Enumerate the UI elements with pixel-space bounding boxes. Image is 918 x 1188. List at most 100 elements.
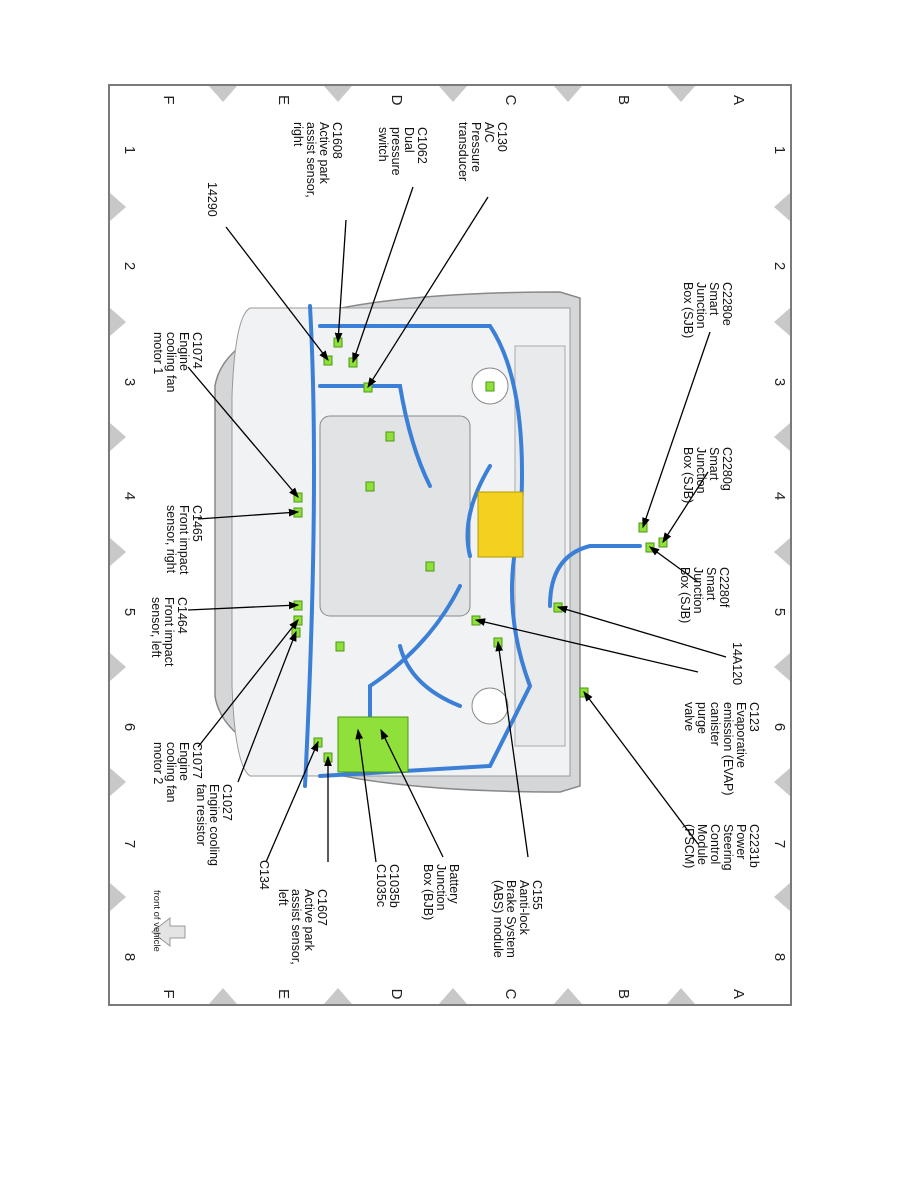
frame-marker bbox=[554, 988, 582, 1004]
frame-marker bbox=[439, 86, 467, 102]
leader-line bbox=[352, 186, 414, 364]
frame-marker bbox=[774, 423, 790, 451]
strut-tower-left bbox=[471, 687, 509, 725]
frame-marker bbox=[110, 653, 126, 681]
frame-marker bbox=[774, 883, 790, 911]
frame-marker bbox=[774, 193, 790, 221]
harness-bjb bbox=[368, 584, 462, 728]
grid-col-5-bottom: 5 bbox=[121, 607, 138, 617]
frame-marker bbox=[667, 86, 695, 102]
callout-c1465: C1465 Front impact sensor, right bbox=[164, 505, 204, 575]
grid-row-B-left: B bbox=[615, 94, 632, 105]
leader-line bbox=[225, 226, 329, 362]
grid-row-F-left: F bbox=[160, 95, 177, 105]
leader-line bbox=[556, 605, 727, 658]
grid-col-7-top: 7 bbox=[771, 839, 788, 849]
leader-line bbox=[367, 196, 489, 389]
callout-c2280g: C2280g Smart Junction Box (SJB) bbox=[681, 447, 734, 504]
callout-c2280e: C2280e Smart Junction Box (SJB) bbox=[681, 282, 734, 339]
callout-c2280f: C2280f Smart Junction Box (SJB) bbox=[678, 567, 731, 624]
connector bbox=[348, 357, 358, 368]
vehicle-illustration bbox=[110, 86, 790, 1004]
callout-c130: C130 A/C Pressure transducer bbox=[456, 122, 509, 182]
wiring-location-diagram: C2280e Smart Junction Box (SJB) C2280g S… bbox=[108, 84, 792, 1006]
connector bbox=[385, 431, 395, 442]
leader-line bbox=[187, 366, 299, 498]
leader-line bbox=[474, 618, 699, 673]
grid-col-6-top: 6 bbox=[771, 722, 788, 732]
callout-bjb: Battery Junction Box (BJB) bbox=[421, 864, 461, 921]
callout-14290: 14290 bbox=[205, 182, 219, 217]
frame-marker bbox=[324, 988, 352, 1004]
grid-row-C-left: C bbox=[502, 94, 519, 106]
frame-marker bbox=[110, 308, 126, 336]
callout-c1074: C1074 Engine cooling fan motor 1 bbox=[151, 332, 204, 393]
leader-line bbox=[355, 728, 377, 863]
leader-line bbox=[662, 471, 709, 544]
frame-marker bbox=[110, 423, 126, 451]
leader-line bbox=[197, 618, 299, 748]
frame-marker bbox=[774, 653, 790, 681]
leader-line bbox=[380, 728, 444, 858]
frame-marker bbox=[209, 86, 237, 102]
connector bbox=[425, 561, 435, 572]
grid-col-3-bottom: 3 bbox=[121, 377, 138, 387]
frame-marker bbox=[324, 86, 352, 102]
frame-marker bbox=[439, 988, 467, 1004]
callout-c1608: C1608 Active park assist sensor, right bbox=[291, 122, 344, 198]
grid-row-E-right: E bbox=[275, 988, 292, 999]
grid-col-2-bottom: 2 bbox=[121, 261, 138, 271]
callout-c1607: C1607 Active park assist sensor, left bbox=[276, 889, 329, 965]
harness-right bbox=[318, 324, 524, 528]
frame-marker bbox=[774, 308, 790, 336]
engine-block bbox=[319, 415, 471, 617]
grid-row-F-right: F bbox=[160, 989, 177, 999]
frame-marker bbox=[554, 86, 582, 102]
grid-col-8-bottom: 8 bbox=[121, 952, 138, 962]
callout-c123: C123 Evaporative emission (EVAP) caniste… bbox=[682, 702, 761, 796]
callout-c2231b: C2231b Power Steering Control Module (PS… bbox=[682, 824, 761, 871]
callout-c1062: C1062 Dual pressure switch bbox=[376, 127, 429, 176]
callout-14a120: 14A120 bbox=[730, 642, 744, 686]
callout-c1035: C1035b C1035c bbox=[374, 864, 401, 908]
grid-row-A-left: A bbox=[730, 94, 747, 105]
harness-engine bbox=[318, 384, 432, 488]
frame-marker bbox=[110, 193, 126, 221]
harness-top bbox=[465, 464, 492, 558]
grid-col-4-top: 4 bbox=[771, 491, 788, 501]
harness-front bbox=[303, 304, 316, 788]
grid-col-7-bottom: 7 bbox=[121, 839, 138, 849]
grid-row-D-right: D bbox=[388, 988, 405, 1000]
connector bbox=[638, 522, 648, 533]
frame-marker bbox=[774, 768, 790, 796]
grid-col-1-bottom: 1 bbox=[121, 145, 138, 155]
leader-line bbox=[187, 601, 300, 611]
frame-marker bbox=[667, 988, 695, 1004]
leader-line bbox=[334, 219, 347, 344]
grid-row-A-right: A bbox=[730, 988, 747, 999]
grid-row-C-right: C bbox=[502, 988, 519, 1000]
leader-line bbox=[237, 630, 297, 783]
grid-row-E-left: E bbox=[275, 94, 292, 105]
front-of-vehicle-label: front of vehicle bbox=[151, 890, 162, 952]
grid-col-8-top: 8 bbox=[771, 952, 788, 962]
frame-marker bbox=[209, 988, 237, 1004]
grid-col-1-top: 1 bbox=[771, 145, 788, 155]
connector bbox=[365, 481, 375, 492]
callout-c155: C155 Aanti-lock Brake System (ABS) modul… bbox=[491, 880, 544, 958]
leader-line bbox=[495, 640, 529, 858]
grid-col-2-top: 2 bbox=[771, 261, 788, 271]
grid-col-4-bottom: 4 bbox=[121, 491, 138, 501]
frame-marker bbox=[774, 538, 790, 566]
front-arrow-icon bbox=[151, 916, 186, 948]
frame-marker bbox=[110, 538, 126, 566]
harness-sjb bbox=[548, 544, 642, 608]
leader-line bbox=[642, 331, 711, 529]
callout-c134: C134 bbox=[257, 860, 271, 890]
callout-c1077: C1077 Engine cooling fan motor 2 bbox=[151, 742, 204, 803]
grid-col-5-top: 5 bbox=[771, 607, 788, 617]
grid-row-B-right: B bbox=[615, 988, 632, 999]
grid-row-D-left: D bbox=[388, 94, 405, 106]
connector bbox=[335, 641, 345, 652]
grid-col-3-top: 3 bbox=[771, 377, 788, 387]
